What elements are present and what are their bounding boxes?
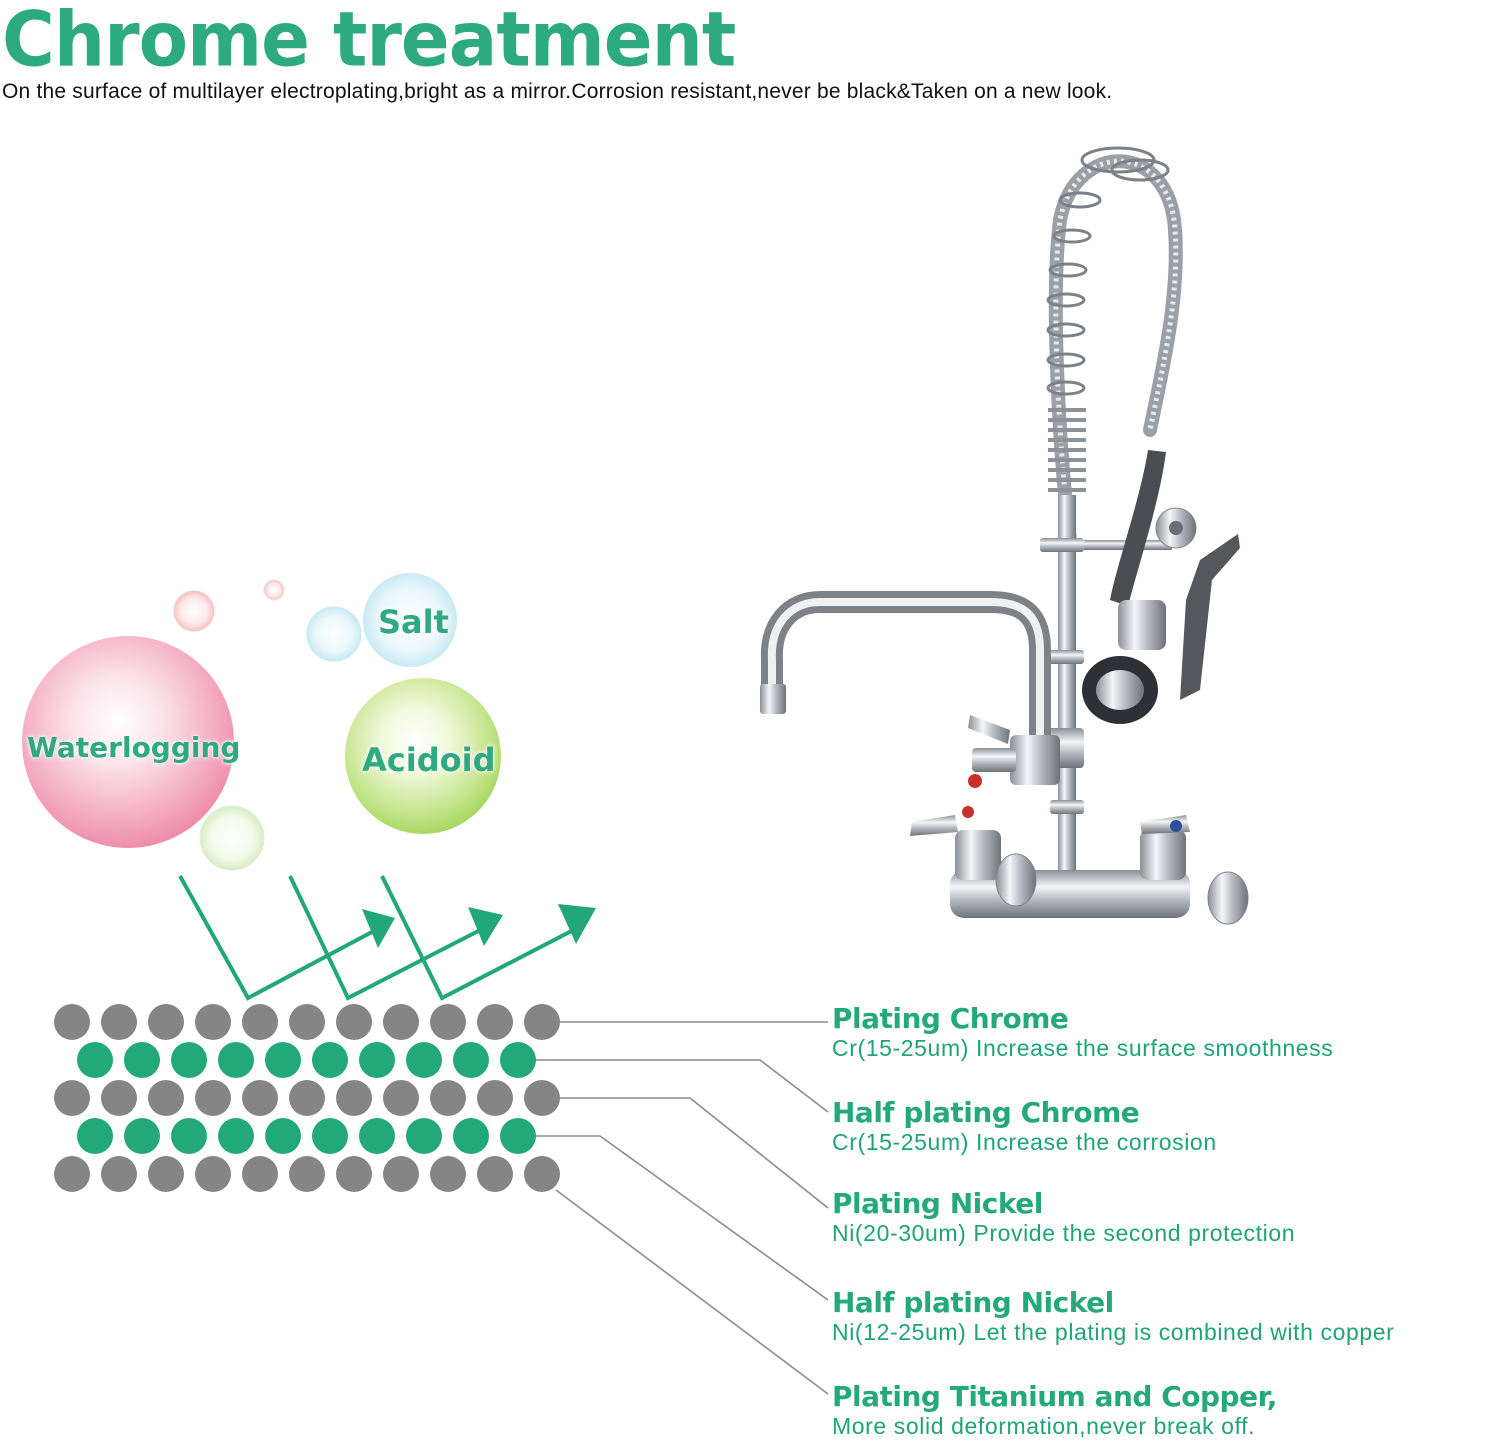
layer-name: Half plating Nickel [832, 1286, 1114, 1319]
bubble-label-acidoid: Acidoid [362, 741, 496, 779]
layer-dot [312, 1042, 348, 1078]
layer-label-plating-chrome: Plating Chrome Cr(15-25um) Increase the … [832, 1002, 1334, 1062]
layer-dot [54, 1004, 90, 1040]
layer-dot [430, 1080, 466, 1116]
layer-label-plating-titanium-copper: Plating Titanium and Copper, More solid … [832, 1380, 1277, 1440]
layer-dot [54, 1080, 90, 1116]
layer-dot [524, 1080, 560, 1116]
layer-dot [383, 1004, 419, 1040]
layer-dot [406, 1118, 442, 1154]
layer-dot [524, 1156, 560, 1192]
layer-dot [77, 1042, 113, 1078]
layer-dot [430, 1156, 466, 1192]
bubble-label-salt: Salt [378, 603, 449, 641]
bubble-label-waterlogging: Waterlogging [27, 731, 241, 764]
layer-label-half-plating-nickel: Half plating Nickel Ni(12-25um) Let the … [832, 1286, 1395, 1346]
layer-dot [218, 1118, 254, 1154]
arrow-icon [288, 875, 491, 1001]
layer-name: Plating Titanium and Copper, [832, 1380, 1277, 1413]
layer-name: Half plating Chrome [832, 1096, 1140, 1129]
bubble-tiny [263, 579, 285, 601]
layer-dot [289, 1080, 325, 1116]
leader-line-2 [536, 1059, 829, 1113]
layer-dot [242, 1156, 278, 1192]
layer-dot [171, 1042, 207, 1078]
layer-desc: Cr(15-25um) Increase the corrosion [832, 1129, 1217, 1155]
arrow-icon [178, 875, 386, 1001]
leader-line-5 [555, 1189, 829, 1395]
layer-dot [312, 1118, 348, 1154]
layer-dot [171, 1118, 207, 1154]
layer-desc: Ni(20-30um) Provide the second protectio… [832, 1220, 1296, 1246]
layer-dot [195, 1156, 231, 1192]
layer-dot [453, 1042, 489, 1078]
layer-dot [218, 1042, 254, 1078]
layer-dot [101, 1156, 137, 1192]
bubble-group [22, 573, 501, 871]
layer-name: Plating Nickel [832, 1187, 1043, 1220]
bubble-waterlogging [22, 636, 234, 848]
bubble-acidoid [345, 678, 501, 834]
layer-desc: Ni(12-25um) Let the plating is combined … [832, 1319, 1395, 1345]
layer-dot [289, 1004, 325, 1040]
layer-dot [359, 1042, 395, 1078]
leader-line-3 [560, 1097, 829, 1209]
layer-dot [54, 1156, 90, 1192]
layer-dot [500, 1118, 536, 1154]
layer-name: Plating Chrome [832, 1002, 1069, 1035]
layer-dot [124, 1118, 160, 1154]
layer-dot [101, 1004, 137, 1040]
arrow-icon [380, 875, 584, 1001]
layer-dot [524, 1004, 560, 1040]
bubble-small-blue [306, 606, 362, 662]
layer-desc: Cr(15-25um) Increase the surface smoothn… [832, 1035, 1334, 1061]
leader-lines [536, 1021, 829, 1395]
layer-dot [336, 1080, 372, 1116]
arrow-head-icon [362, 909, 395, 948]
layer-dot [336, 1156, 372, 1192]
layer-dot [148, 1156, 184, 1192]
layer-dot [77, 1118, 113, 1154]
layer-dot [383, 1080, 419, 1116]
bubble-small-pink [173, 590, 215, 632]
layer-dot [336, 1004, 372, 1040]
layer-dot [242, 1080, 278, 1116]
layer-dot [148, 1080, 184, 1116]
arrow-icon-group [178, 875, 584, 1001]
layer-dot [500, 1042, 536, 1078]
page-subtitle: On the surface of multilayer electroplat… [2, 80, 1113, 103]
layer-dot [383, 1156, 419, 1192]
layer-dot [101, 1080, 137, 1116]
layer-dot [195, 1004, 231, 1040]
plating-layers-diagram [54, 1004, 560, 1192]
leader-line-4 [536, 1135, 829, 1301]
layer-dot [289, 1156, 325, 1192]
bubble-salt [363, 573, 457, 667]
layer-dot [148, 1004, 184, 1040]
bubble-small-green [199, 805, 265, 871]
layer-label-plating-nickel: Plating Nickel Ni(20-30um) Provide the s… [832, 1187, 1296, 1247]
layer-desc: More solid deformation,never break off. [832, 1413, 1256, 1439]
layer-label-half-plating-chrome: Half plating Chrome Cr(15-25um) Increase… [832, 1096, 1217, 1156]
layer-dot [477, 1156, 513, 1192]
arrow-head-icon [558, 904, 596, 944]
arrow-head-group [362, 904, 596, 948]
page-title: Chrome treatment [2, 0, 736, 84]
arrow-head-icon [468, 907, 503, 946]
layer-dot [430, 1004, 466, 1040]
layer-dot [265, 1042, 301, 1078]
layer-dot [124, 1042, 160, 1078]
layer-dot [477, 1004, 513, 1040]
layer-dot [453, 1118, 489, 1154]
layer-dot [195, 1080, 231, 1116]
layer-dot [477, 1080, 513, 1116]
faucet-illustration [760, 146, 1249, 925]
layer-dot [406, 1042, 442, 1078]
layer-dot [359, 1118, 395, 1154]
layer-dot [265, 1118, 301, 1154]
layer-dot [242, 1004, 278, 1040]
